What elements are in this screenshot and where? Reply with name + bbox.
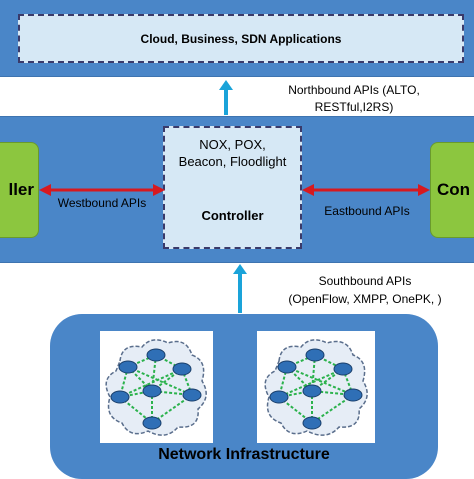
network-panel-left <box>100 331 213 443</box>
applications-label: Cloud, Business, SDN Applications <box>140 31 342 46</box>
eastbound-label: Eastbound APIs <box>324 204 410 218</box>
network-cloud-right-icon <box>264 339 368 436</box>
controller-box[interactable]: NOX, POX, Beacon, Floodlight Controller <box>163 126 302 249</box>
westbound-arrow <box>39 184 165 196</box>
controller-label: Controller <box>201 208 264 223</box>
northbound-line2: RESTful,I2RS) <box>314 100 394 114</box>
southbound-arrow <box>233 264 247 313</box>
right-controller-label: Con <box>437 180 471 199</box>
southbound-line1: Southbound APIs <box>318 274 412 288</box>
northbound-line1: Northbound APIs (ALTO, <box>288 83 420 97</box>
northbound-label: Northbound APIs (ALTO, RESTful,I2RS) <box>244 82 464 116</box>
eastbound-arrow <box>302 184 430 196</box>
network-panel-right <box>257 331 375 443</box>
controller-implementations: NOX, POX, Beacon, Floodlight <box>165 136 300 170</box>
left-controller-label: ller <box>8 180 34 199</box>
controller-names-line2: Beacon, Floodlight <box>178 154 287 169</box>
left-controller-box[interactable]: ller <box>0 142 39 238</box>
controller-names-line1: NOX, POX, <box>199 137 266 152</box>
northbound-arrow <box>219 80 233 115</box>
network-infrastructure-box[interactable]: Network Infrastructure <box>50 314 438 479</box>
southbound-line2: (OpenFlow, XMPP, OnePK, ) <box>288 292 442 306</box>
applications-box[interactable]: Cloud, Business, SDN Applications <box>18 14 464 63</box>
network-infrastructure-label: Network Infrastructure <box>158 446 330 463</box>
westbound-label: Westbound APIs <box>57 196 147 210</box>
right-controller-box[interactable]: Con <box>430 142 474 238</box>
southbound-label: Southbound APIs (OpenFlow, XMPP, OnePK, … <box>260 272 470 308</box>
network-cloud-left-icon <box>105 339 207 436</box>
